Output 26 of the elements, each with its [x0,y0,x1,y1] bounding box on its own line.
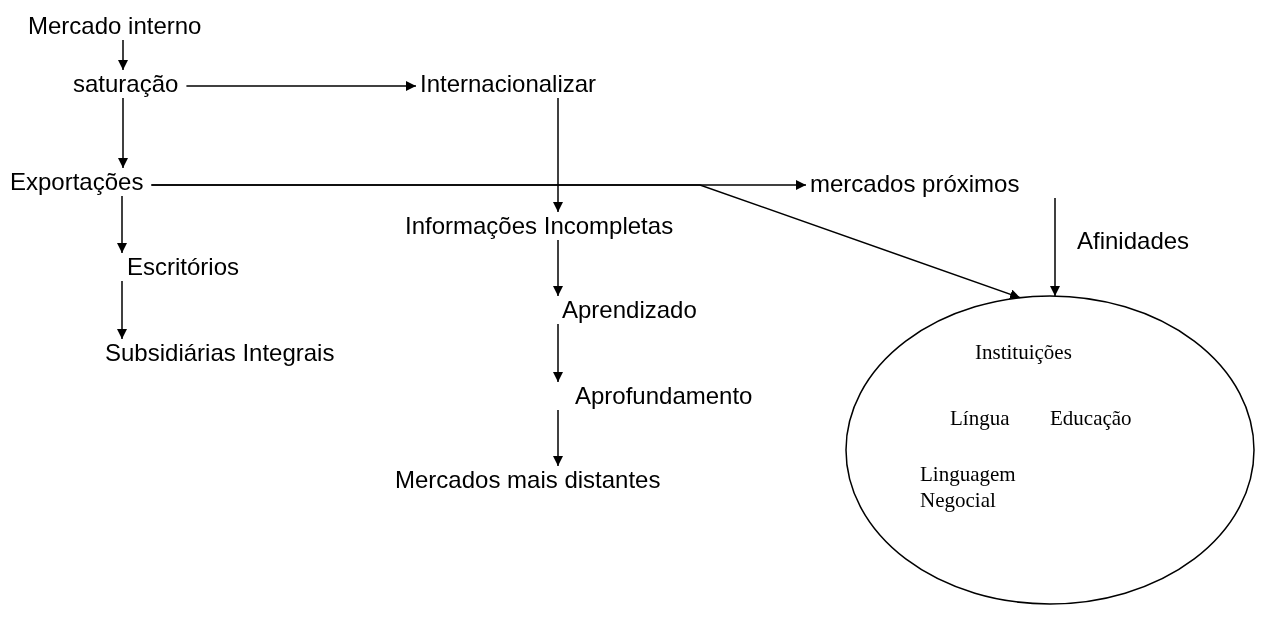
arrow [118,39,128,71]
node-text: Mercado interno [28,12,202,40]
node-text: Instituições [975,339,1072,365]
arrow [150,184,1021,300]
node-text: Exportações [10,168,144,196]
node-text: Escritórios [121,253,240,281]
node-text: Subsidiárias Integrais [105,339,335,367]
node-text: Linguagem Negocial [920,461,1017,513]
node-text: Mercados mais distantes [395,466,661,494]
node-text: Internacionalizar [420,70,597,98]
arrow [553,239,563,297]
node-text: Educação [1050,405,1132,431]
node-text: mercados próximos [810,170,1020,198]
arrow [553,409,563,467]
arrow [185,81,417,91]
node-text: Informações Incompletas [405,212,674,240]
node-text: Aprofundamento [557,382,753,410]
node-text: saturação [73,70,179,98]
arrow [117,195,127,254]
arrow [553,97,563,213]
arrow [553,323,563,383]
node-text: Aprendizado [557,296,697,324]
arrow [117,280,127,340]
node-text: Língua [950,405,1010,431]
arrow [118,97,128,169]
arrow [1050,197,1060,297]
